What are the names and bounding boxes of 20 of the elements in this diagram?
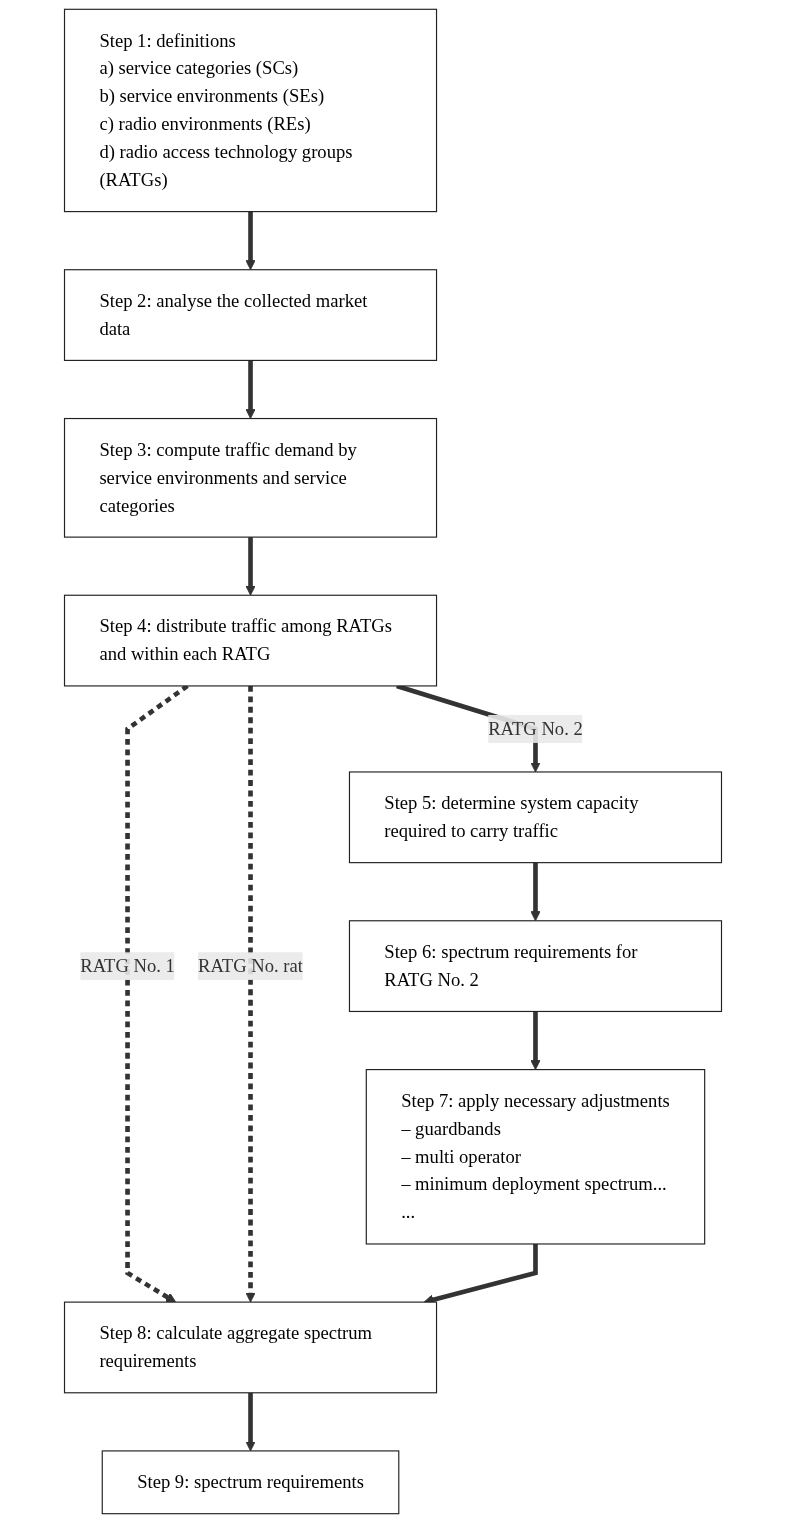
arrow [530, 1011, 541, 1071]
arrow [530, 862, 541, 922]
node-box: Step 2: analyse the collected market data [63, 269, 438, 361]
arrow [125, 684, 189, 1303]
arrow [245, 211, 256, 271]
node-box: Step 8: calculate aggregate spectrum requirements [63, 1301, 438, 1394]
node-box: Step 3: compute traffic demand by service environments and service categories [63, 417, 438, 538]
node-box: Step 5: determine system capacity required to carry traffic [348, 771, 723, 864]
edge-label: RATG No. 1 [80, 955, 175, 976]
arrow [245, 537, 256, 596]
node-box: Step 4: distribute traffic among RATGs and within each RATG [63, 594, 438, 687]
node-box: Step 1: definitions a) service categories (SCs) b) service environments (SEs) c) radio environments (REs) d) radio access technology groups (RATGs) [63, 8, 438, 213]
node-box: Step 7: apply necessary adjustments – guardbands – multi operator – minimum deployment spectrum... ... [365, 1069, 706, 1245]
edge-label: RATG No. 2 [488, 718, 583, 739]
edge-label: RATG No. rat [198, 955, 303, 976]
arrow [245, 360, 256, 419]
arrow [245, 1392, 256, 1452]
node-box: Step 9: spectrum requirements [101, 1450, 400, 1515]
node-box: Step 6: spectrum requirements for RATG No. 2 [348, 920, 723, 1013]
arrow [245, 685, 256, 1303]
